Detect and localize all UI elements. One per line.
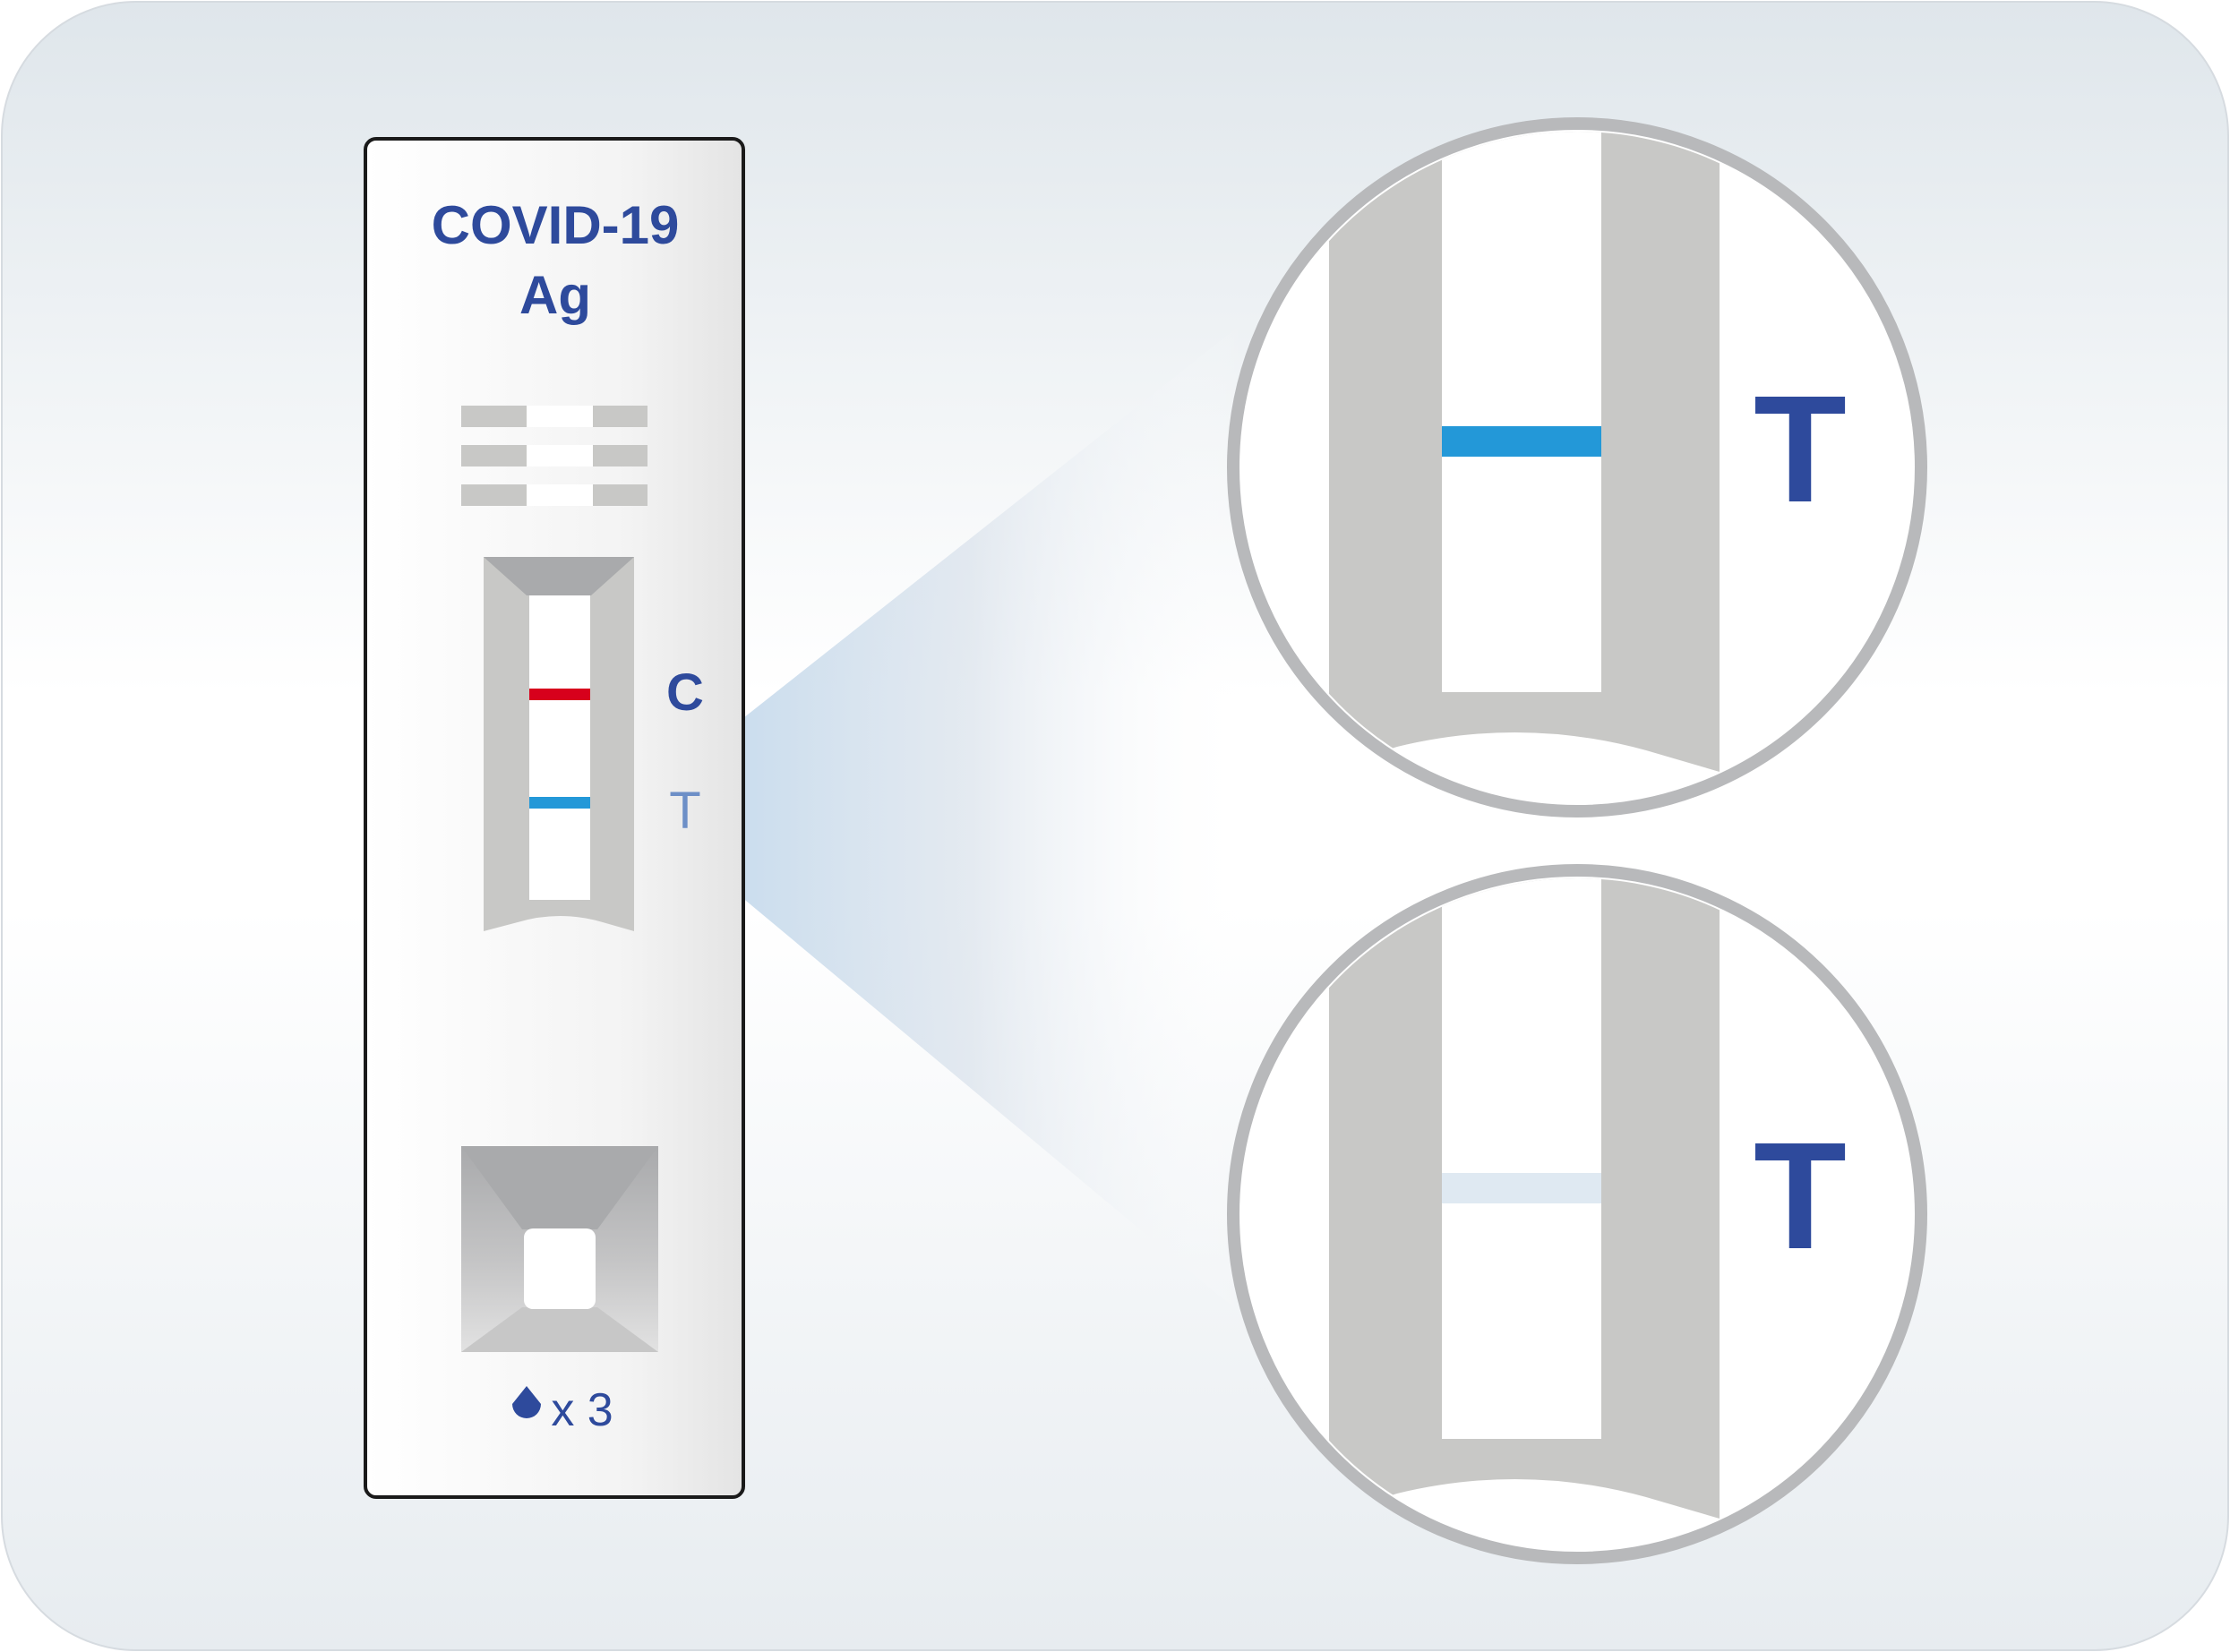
result-window [484, 557, 634, 931]
control-line [529, 689, 590, 700]
sample-well [461, 1146, 658, 1352]
sample-port [524, 1228, 596, 1309]
cassette-title-line2: Ag [519, 265, 591, 325]
zoom-test-line-strong [1442, 426, 1601, 457]
result-strip [529, 595, 590, 900]
cassette-title-line1: COVID-19 [432, 195, 680, 255]
zoom-test-line-faint [1442, 1173, 1601, 1203]
control-line-label: C [666, 663, 704, 722]
zoom-test-label-bottom: T [1754, 1111, 1847, 1281]
magnification-beam [632, 318, 1249, 1321]
zoom-lens-faint: T [1227, 864, 1927, 1564]
test-line [529, 797, 590, 809]
test-line-label: T [669, 782, 700, 840]
grip-bars [461, 406, 648, 506]
zoom-lens-positive: T [1227, 117, 1927, 817]
drop-icon [512, 1386, 541, 1418]
drop-count: x 3 [551, 1384, 613, 1436]
test-cassette: COVID-19 Ag C T x 3 [364, 137, 745, 1499]
zoom-test-label-top: T [1754, 364, 1847, 535]
